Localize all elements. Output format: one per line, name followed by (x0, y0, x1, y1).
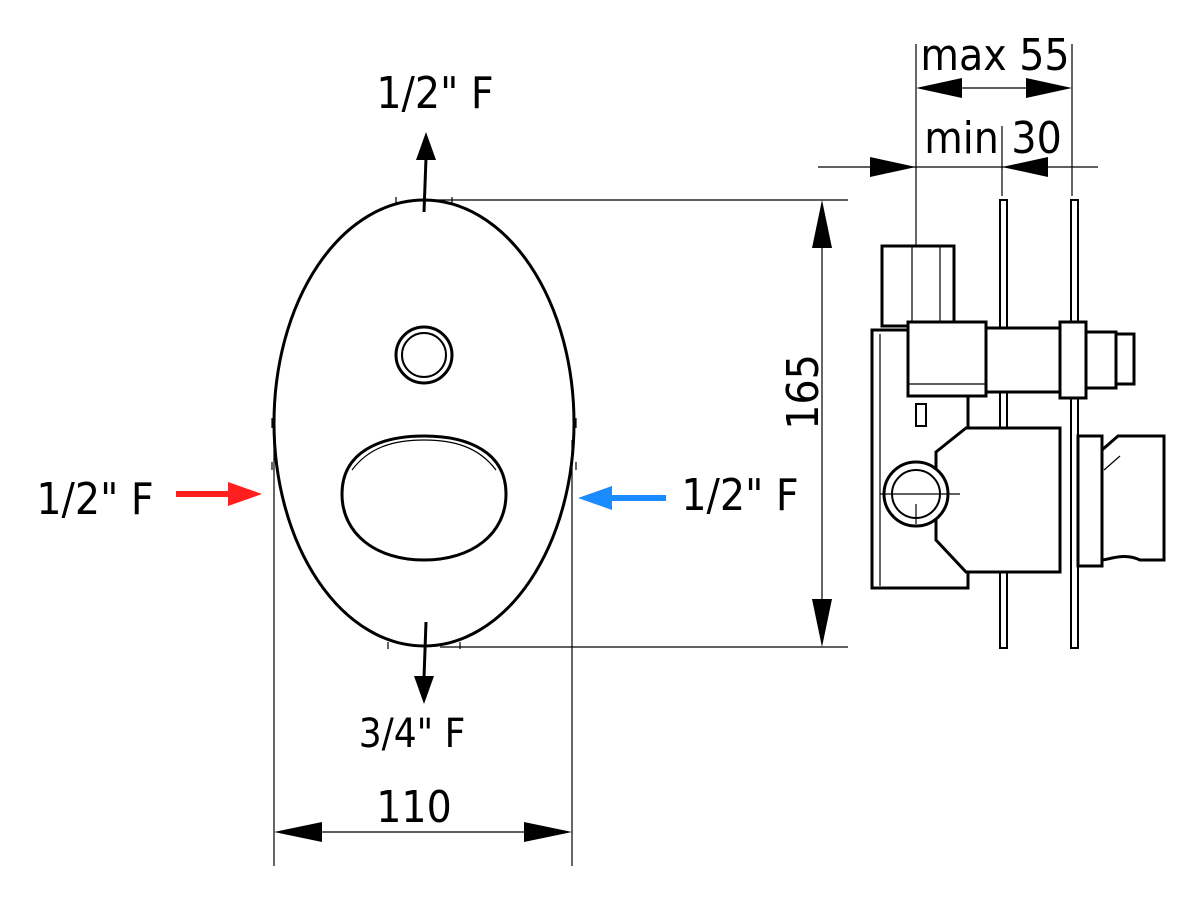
bottom-outlet-arrow (414, 621, 434, 704)
top-outlet-label: 1/2" F (376, 68, 493, 119)
hot-inlet-arrow (176, 482, 262, 506)
height-dimension-label: 165 (778, 354, 829, 430)
cold-inlet-arrow (578, 486, 666, 510)
width-dimension (273, 440, 573, 866)
mixer-handle (340, 434, 508, 562)
cover-plate (272, 198, 576, 648)
max-depth-label: max 55 (920, 30, 1069, 81)
min-depth-label: min 30 (924, 113, 1062, 164)
bottom-outlet-label: 3/4" F (359, 711, 466, 757)
side-view: max 55 min 30 (818, 30, 1166, 649)
wall-plates (999, 199, 1079, 649)
width-dimension-label: 110 (376, 782, 452, 833)
diverter-button (394, 325, 454, 385)
hot-inlet-label: 1/2" F (36, 474, 153, 525)
valve-body (870, 244, 1166, 590)
cold-inlet-label: 1/2" F (681, 470, 798, 521)
min-depth-dimension (818, 126, 1098, 196)
front-view: 1/2" F 3/4" F 1/2" F 1/2" F 110 (36, 68, 848, 866)
height-dimension (434, 199, 848, 648)
top-outlet-arrow (416, 132, 436, 213)
plate-tick-marks (271, 197, 577, 649)
